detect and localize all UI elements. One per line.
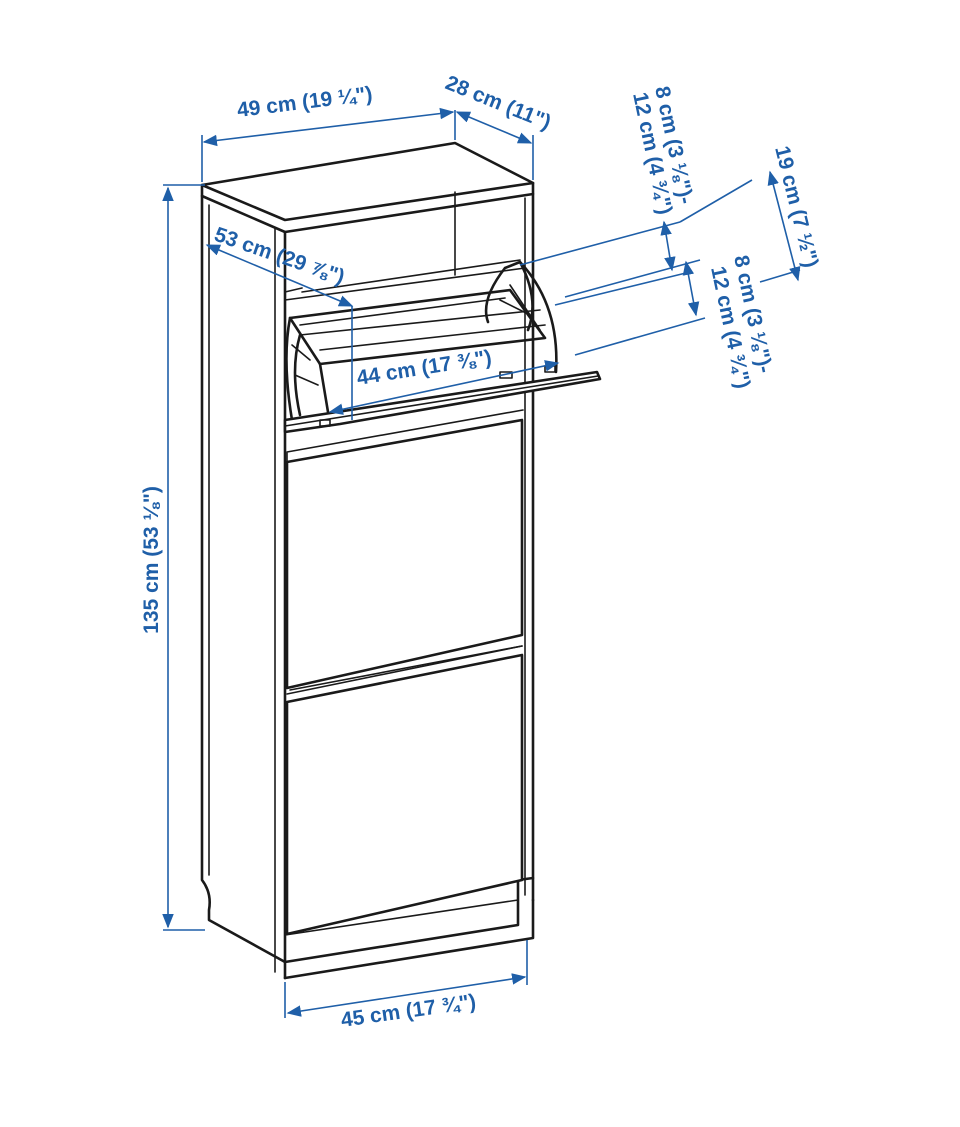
dim-compartment-depth-line: [205, 244, 354, 307]
cabinet-top: [200, 141, 535, 222]
dim-depth-line: [455, 111, 533, 144]
open-flap: [283, 370, 602, 434]
label-inner-width: 45 cm (17 ¾"): [339, 990, 477, 1032]
lower-door: [285, 653, 524, 936]
label-compartment-height: 19 cm (7 ½"): [770, 144, 822, 270]
dimension-lines: [162, 107, 801, 1018]
dim-compartment-width-line: [328, 360, 560, 415]
dim-inner-width-line: [286, 973, 527, 1017]
dim-shoe-height-1-line: [660, 220, 676, 272]
dim-shoe-height-2-line: [682, 260, 700, 317]
label-depth: 28 cm (11"): [442, 71, 554, 134]
label-height: 135 cm (53 ⅛"): [140, 486, 163, 634]
upper-door: [285, 418, 524, 690]
dim-compartment-height-line: [767, 170, 801, 282]
label-width: 49 cm (19 ¼"): [236, 83, 374, 122]
dim-width-line: [202, 107, 455, 147]
cabinet-left-side: [200, 194, 287, 964]
cabinet-interior-back: [284, 191, 526, 301]
